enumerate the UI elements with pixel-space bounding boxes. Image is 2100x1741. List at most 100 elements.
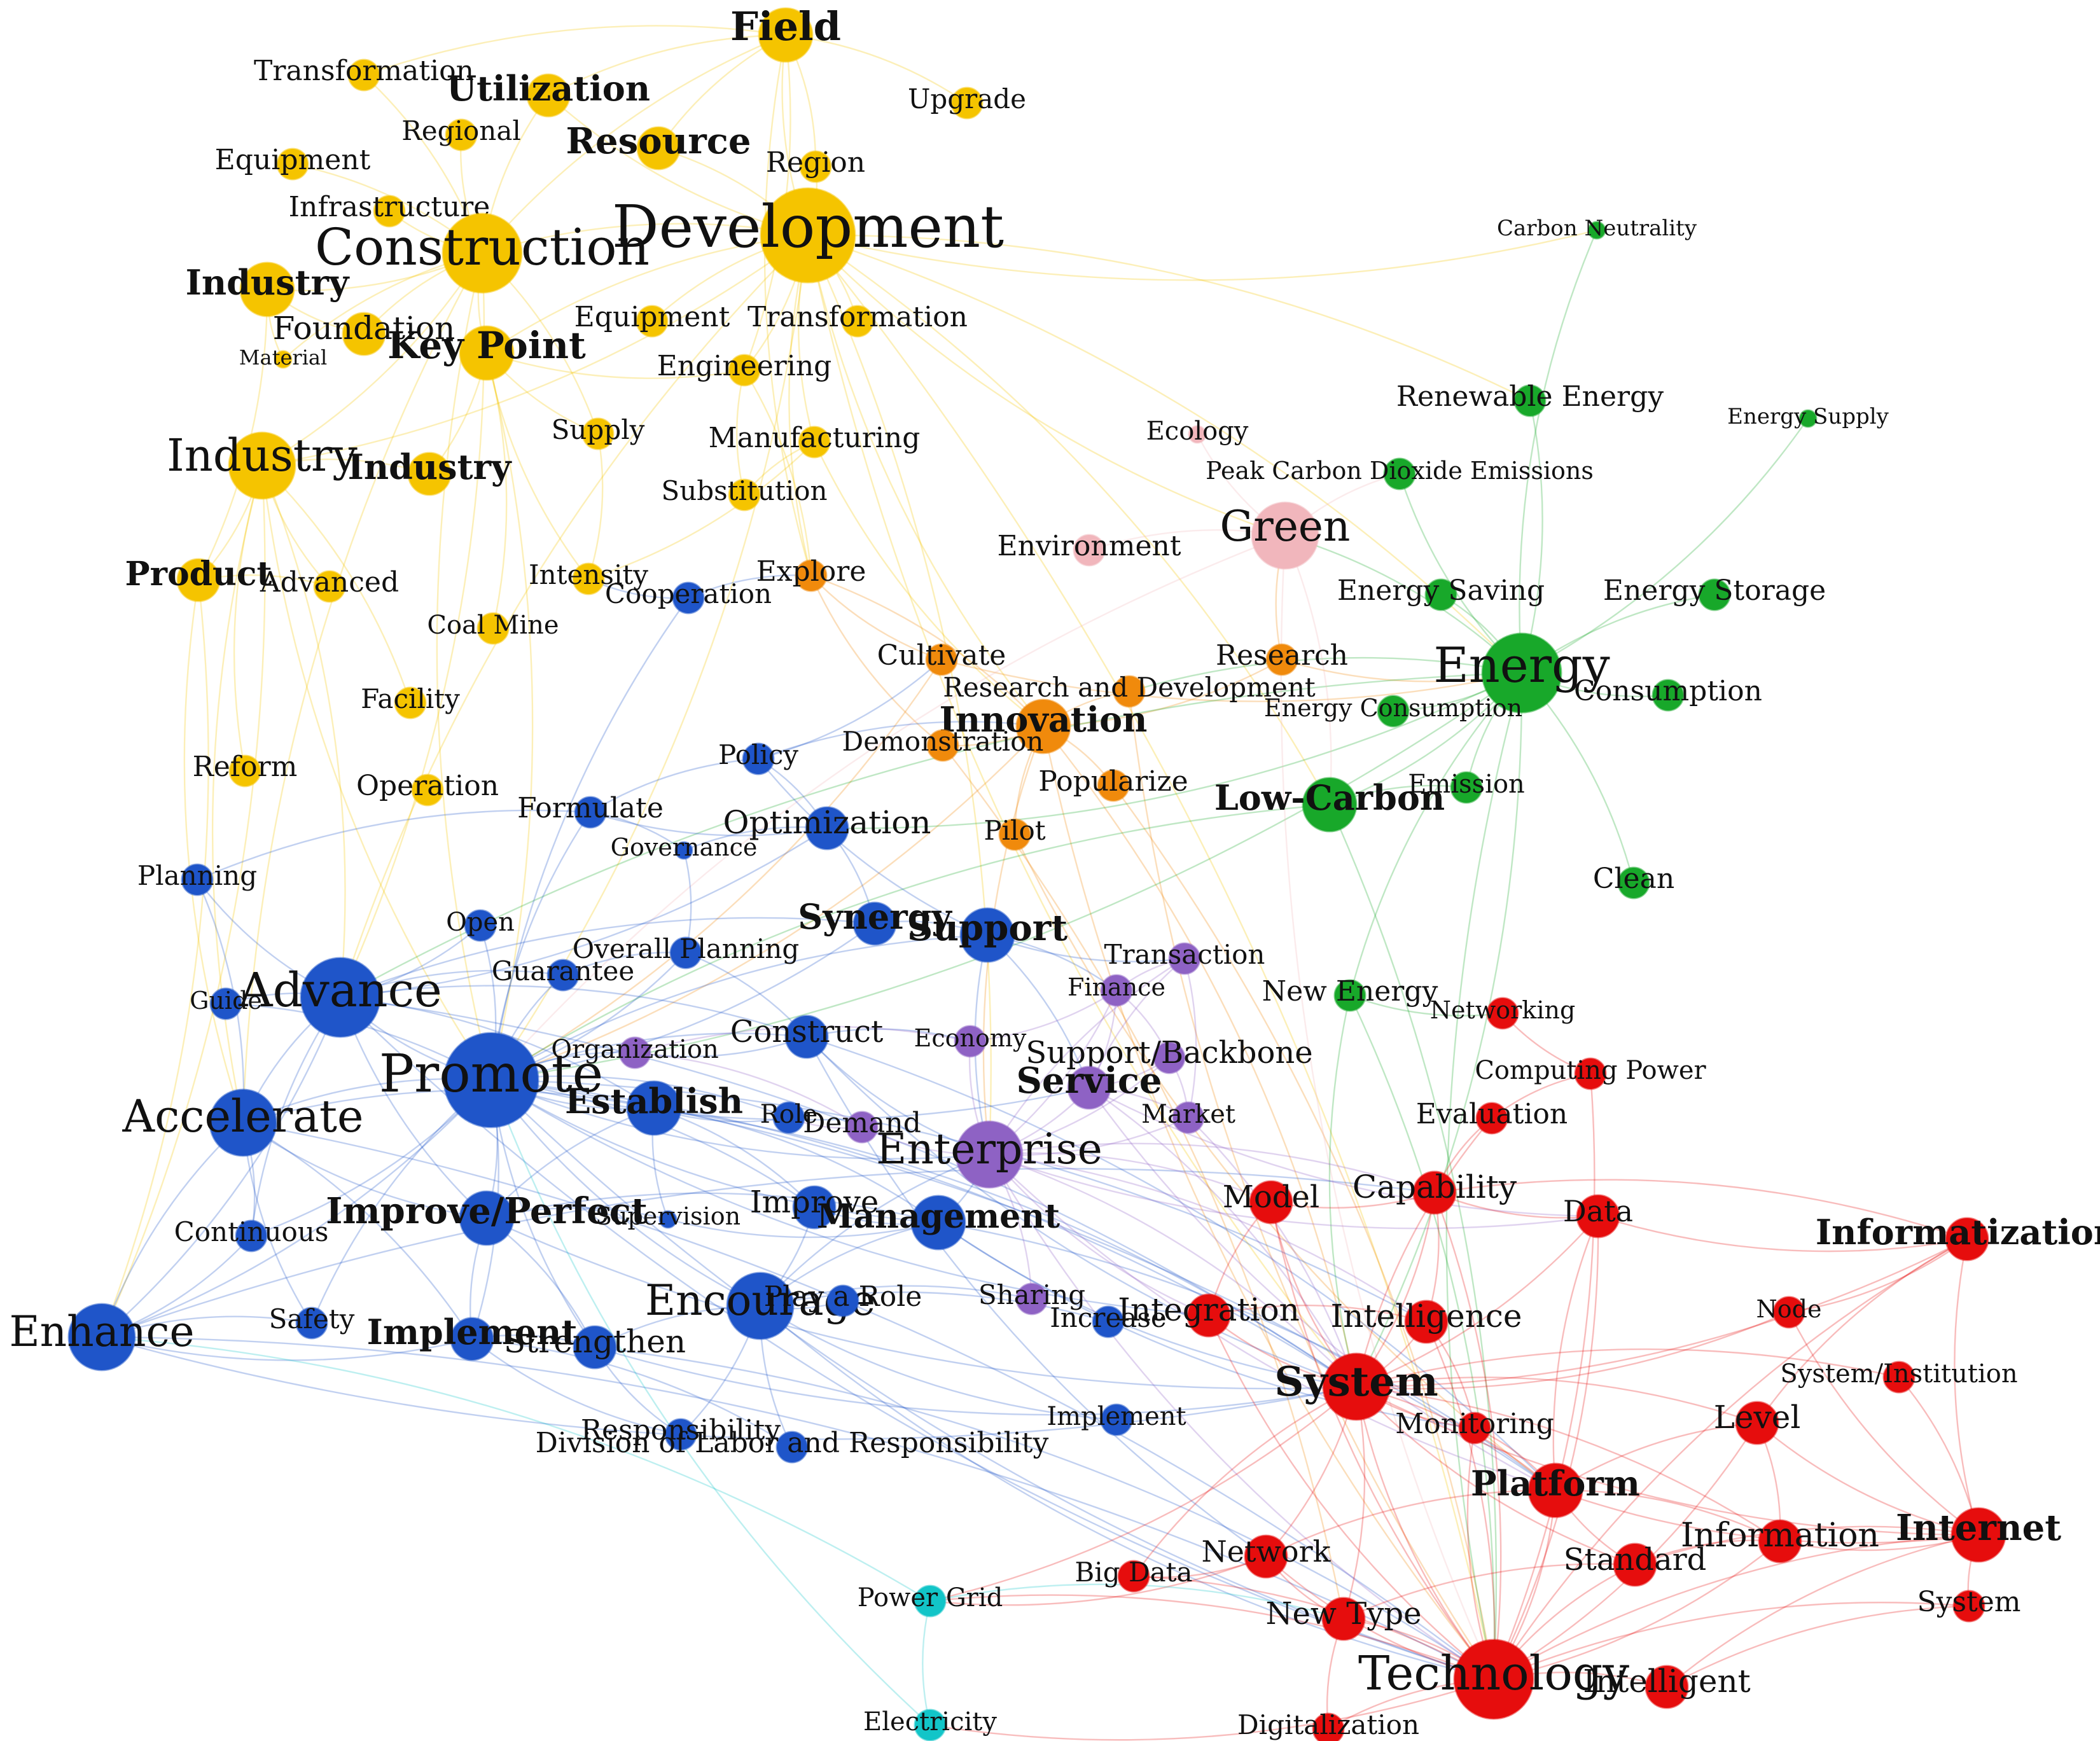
node-information[interactable]: Information [1681, 1516, 1879, 1564]
node-market[interactable]: Market [1141, 1100, 1235, 1134]
node-reform[interactable]: Reform [193, 751, 298, 787]
node-facility[interactable]: Facility [361, 683, 460, 719]
node-circle-utilization[interactable] [526, 73, 571, 118]
node-standard[interactable]: Standard [1564, 1542, 1707, 1587]
node-emission[interactable]: Emission [1408, 770, 1525, 804]
node-circle-development[interactable] [760, 187, 856, 284]
node-circle-improve-perfect[interactable] [459, 1190, 515, 1246]
node-circle-transaction[interactable] [1168, 942, 1201, 975]
node-circle-safety[interactable] [295, 1307, 328, 1340]
node-circle-upgrade[interactable] [950, 87, 984, 120]
node-overall-planning[interactable]: Overall Planning [573, 933, 800, 969]
node-network[interactable]: Network [1202, 1534, 1332, 1579]
node-circle-cooperation[interactable] [672, 581, 705, 614]
node-circle-evaluation[interactable] [1475, 1102, 1508, 1135]
node-circle-clean[interactable] [1617, 866, 1650, 899]
node-circle-cultivate[interactable] [925, 643, 958, 676]
node-electricity[interactable]: Electricity [863, 1707, 997, 1741]
node-circle-capability[interactable] [1412, 1170, 1457, 1215]
node-circle-information[interactable] [1758, 1519, 1802, 1564]
node-circle-supervision[interactable] [658, 1210, 678, 1229]
node-circle-manufacturing[interactable] [798, 426, 831, 459]
node-energy-consumption[interactable]: Energy Consumption [1264, 694, 1522, 728]
node-circle-enhance[interactable] [67, 1303, 136, 1371]
node-circle-foundation[interactable] [342, 312, 386, 356]
node-circle-energy[interactable] [1481, 632, 1562, 714]
node-low-carbon[interactable]: Low-Carbon [1214, 777, 1445, 833]
node-circle-industry-2[interactable] [228, 431, 296, 500]
node-policy[interactable]: Policy [718, 739, 798, 775]
node-equipment-top[interactable]: Equipment [215, 144, 371, 181]
node-circle-demonstration[interactable] [926, 729, 959, 762]
node-open[interactable]: Open [446, 908, 515, 942]
node-guide[interactable]: Guide [190, 987, 262, 1020]
node-circle-transformation-mid[interactable] [841, 305, 874, 338]
node-circle-monitoring[interactable] [1458, 1412, 1491, 1445]
node-innovation[interactable]: Innovation [940, 698, 1148, 754]
node-internet[interactable]: Internet [1896, 1507, 2061, 1563]
node-implement-1[interactable]: Implement [367, 1312, 578, 1361]
node-circle-improve[interactable] [792, 1185, 837, 1230]
node-substitution[interactable]: Substitution [661, 475, 828, 511]
node-explore[interactable]: Explore [756, 555, 866, 592]
node-role[interactable]: Role [760, 1100, 818, 1134]
node-transformation-top[interactable]: Transformation [254, 55, 474, 92]
node-resource[interactable]: Resource [566, 120, 751, 170]
node-peak-carbon[interactable]: Peak Carbon Dioxide Emissions [1206, 457, 1594, 490]
node-circle-big-data[interactable] [1117, 1560, 1150, 1593]
node-informatization[interactable]: Informatization [1816, 1212, 2100, 1261]
node-circle-pilot[interactable] [998, 818, 1031, 851]
node-finance[interactable]: Finance [1067, 973, 1165, 1007]
node-circle-equipment-mid[interactable] [636, 305, 669, 338]
node-circle-policy[interactable] [742, 742, 775, 775]
node-circle-product[interactable] [176, 558, 221, 602]
node-networking[interactable]: Networking [1430, 996, 1576, 1030]
node-planning[interactable]: Planning [137, 860, 257, 896]
node-carbon-neutrality[interactable]: Carbon Neutrality [1497, 216, 1697, 241]
node-continuous[interactable]: Continuous [174, 1216, 329, 1252]
node-circle-planning[interactable] [181, 863, 214, 896]
node-organization[interactable]: Organization [551, 1035, 719, 1069]
node-manufacturing[interactable]: Manufacturing [709, 422, 921, 459]
node-circle-advance[interactable] [300, 957, 381, 1038]
node-popularize[interactable]: Popularize [1038, 765, 1188, 802]
node-circle-market[interactable] [1172, 1101, 1205, 1134]
node-circle-standard[interactable] [1613, 1543, 1657, 1587]
node-circle-promote[interactable] [443, 1032, 539, 1128]
node-circle-management[interactable] [910, 1195, 966, 1251]
node-demand[interactable]: Demand [803, 1107, 921, 1144]
node-advance[interactable]: Advance [238, 957, 442, 1038]
node-improve-perfect[interactable]: Improve/Perfect [326, 1190, 648, 1246]
node-system-institution[interactable]: System/Institution [1780, 1359, 2018, 1394]
node-energy[interactable]: Energy [1433, 632, 1610, 714]
node-supply[interactable]: Supply [552, 414, 645, 450]
node-utilization[interactable]: Utilization [447, 68, 650, 118]
node-system-2[interactable]: System [1917, 1586, 2021, 1623]
node-computing-power[interactable]: Computing Power [1475, 1056, 1707, 1090]
node-governance[interactable]: Governance [611, 833, 758, 861]
node-circle-support[interactable] [959, 907, 1015, 963]
node-technology[interactable]: Technology [1358, 1639, 1629, 1720]
node-circle-data[interactable] [1576, 1194, 1620, 1238]
node-system[interactable]: System [1274, 1352, 1438, 1421]
node-circle-economy[interactable] [954, 1025, 987, 1058]
node-industry-3[interactable]: Industry [348, 447, 512, 496]
node-circle-coal-mine[interactable] [476, 612, 510, 645]
node-construction[interactable]: Construction [315, 212, 650, 294]
node-circle-informatization[interactable] [1945, 1217, 1989, 1261]
node-circle-innovation[interactable] [1015, 698, 1071, 754]
node-capability[interactable]: Capability [1352, 1169, 1517, 1215]
node-circle-field[interactable] [758, 7, 814, 63]
node-economy[interactable]: Economy [914, 1024, 1027, 1058]
node-circle-green[interactable] [1251, 501, 1319, 570]
node-circle-establish[interactable] [626, 1080, 682, 1136]
node-circle-finance[interactable] [1100, 974, 1133, 1007]
node-circle-overall-planning[interactable] [669, 936, 702, 969]
node-circle-resource[interactable] [636, 126, 681, 170]
node-transformation-mid[interactable]: Transformation [748, 301, 968, 338]
node-circle-intelligent[interactable] [1645, 1665, 1689, 1709]
node-enhance[interactable]: Enhance [9, 1303, 195, 1371]
node-monitoring[interactable]: Monitoring [1395, 1408, 1554, 1445]
node-pilot[interactable]: Pilot [984, 815, 1046, 851]
node-circle-renewable-energy[interactable] [1513, 384, 1547, 417]
